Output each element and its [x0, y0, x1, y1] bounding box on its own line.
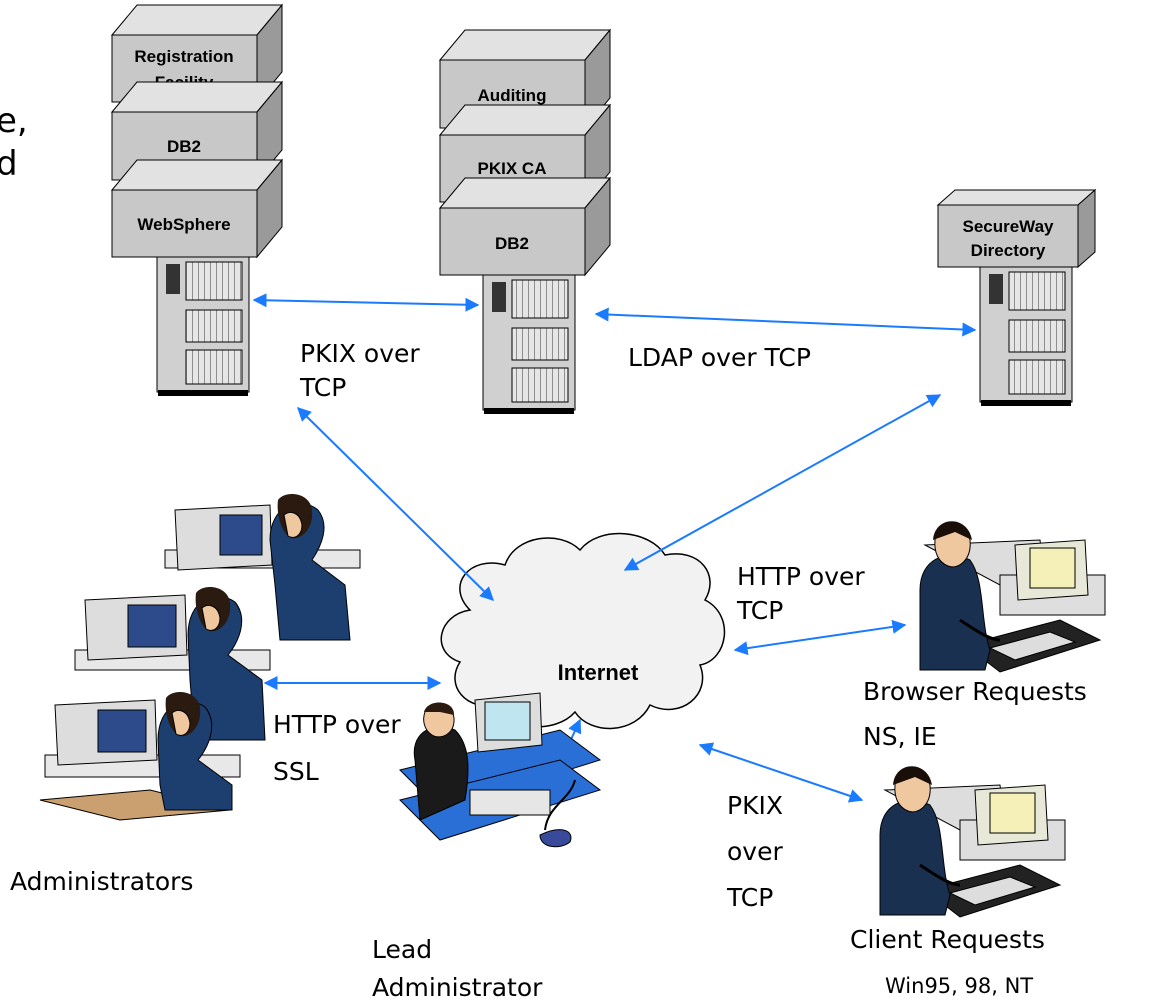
arrow-browser-to-internet [733, 619, 907, 656]
admin-workstation-back [164, 494, 361, 641]
label-http-ssl-1: HTTP over [273, 710, 401, 739]
connection-arrows [252, 293, 977, 803]
center-tower-icon [482, 274, 576, 414]
label-pkix-tcp-bottom-2: over [727, 837, 783, 866]
center-layer-pkixca-label: PKIX CA [478, 159, 547, 178]
label-pkix-tcp-top-1: PKIX over [300, 339, 420, 368]
label-administrators: Administrators [10, 867, 193, 896]
arrow-directory-to-internet [623, 394, 942, 571]
label-http-tcp-2: TCP [736, 596, 783, 625]
center-layer-auditing-label: Auditing [478, 86, 547, 105]
center-server-stack: Auditing PKIX CA DB2 [438, 28, 612, 414]
client-user-illustration [879, 766, 1066, 918]
left-tower-icon [156, 256, 250, 396]
arrow-websphere-to-ca [252, 293, 480, 312]
arrow-websphere-to-internet [297, 407, 494, 601]
label-browser-2: NS, IE [863, 722, 937, 751]
label-http-ssl-2: SSL [273, 757, 319, 786]
left-layer-registration-line1: Registration [134, 47, 233, 66]
arrow-client-to-internet [698, 742, 864, 803]
center-layer-db2: DB2 [438, 176, 612, 277]
right-tower-icon [979, 266, 1073, 406]
center-layer-db2-label: DB2 [495, 234, 529, 253]
right-server-stack: SecureWay Directory [936, 188, 1097, 406]
admin-workstation-front [39, 692, 241, 821]
internet-label: Internet [558, 660, 639, 685]
browser-user-illustration [919, 521, 1106, 673]
left-layer-db2-label: DB2 [167, 137, 201, 156]
right-layer-secureway: SecureWay Directory [936, 188, 1097, 269]
label-ldap-tcp: LDAP over TCP [628, 343, 811, 372]
label-client-1: Client Requests [850, 925, 1045, 954]
administrators-illustration [39, 494, 361, 821]
right-layer-secureway-line2: Directory [971, 241, 1046, 260]
label-browser-1: Browser Requests [863, 677, 1087, 706]
label-http-tcp-1: HTTP over [737, 562, 865, 591]
cutoff-text-1: e, [0, 101, 28, 141]
label-pkix-tcp-bottom-1: PKIX [727, 791, 783, 820]
lead-admin-illustration [399, 692, 602, 848]
right-layer-secureway-line1: SecureWay [962, 217, 1054, 236]
cutoff-text-2: d [0, 144, 18, 184]
label-client-2: Win95, 98, NT [885, 974, 1033, 998]
label-pkix-tcp-bottom-3: TCP [726, 883, 773, 912]
left-layer-websphere: WebSphere [110, 158, 284, 259]
label-lead-1: Lead [372, 935, 432, 964]
left-server-stack: Registration Facility DB2 WebSphere [110, 3, 284, 396]
admin-workstation-middle [74, 587, 271, 741]
left-layer-websphere-label: WebSphere [137, 215, 230, 234]
label-lead-2: Administrator [372, 973, 543, 1002]
arrow-ca-to-directory [594, 307, 977, 337]
label-pkix-tcp-top-2: TCP [299, 373, 346, 402]
